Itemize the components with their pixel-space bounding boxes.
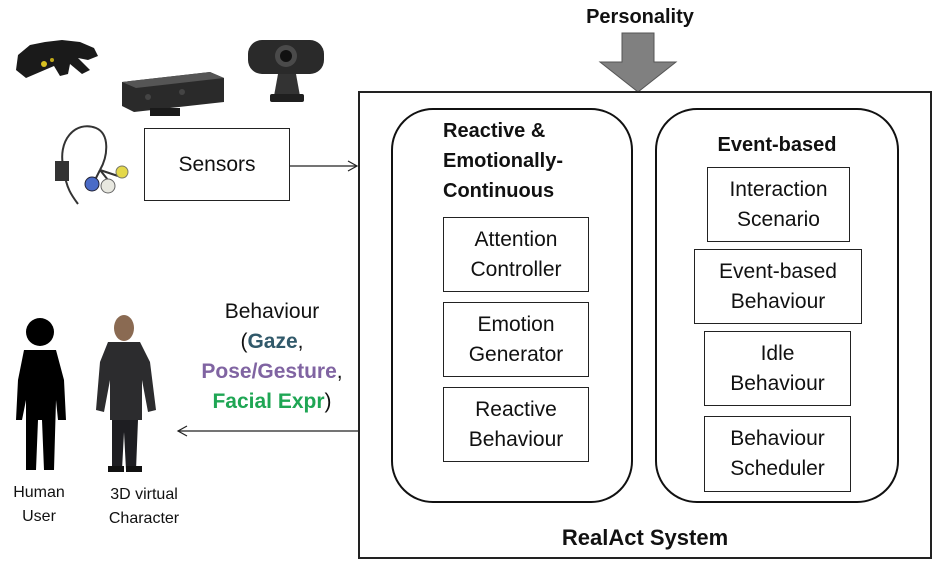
sensors-box: Sensors — [144, 128, 290, 201]
webcam-icon — [248, 40, 324, 102]
behaviour-label-block: Behaviour (Gaze, Pose/Gesture, Facial Ex… — [186, 297, 358, 417]
module-interaction-scenario: Interaction Scenario — [707, 167, 850, 242]
human-user-caption: Human User — [13, 484, 65, 525]
event-based-panel-title: Event-based — [717, 134, 837, 156]
gaze-label: Gaze — [247, 330, 298, 353]
virtual-character-caption: 3D virtual Character — [108, 486, 180, 527]
behaviour-line-facial: Facial Expr) — [212, 390, 332, 413]
module-behaviour-scheduler: Behaviour Scheduler — [704, 416, 851, 492]
reactive-panel-title: Reactive & Emotionally- Continuous — [443, 120, 564, 202]
virtual-character-figure-icon — [96, 315, 156, 472]
module-emotion-generator: Emotion Generator — [443, 302, 589, 377]
personality-arrow-icon — [598, 32, 678, 93]
human-silhouette-icon — [16, 318, 66, 470]
behaviour-line-pose: Pose/Gesture, — [201, 360, 343, 383]
sensor-glove-icon — [16, 40, 98, 78]
facial-expr-label: Facial Expr — [212, 390, 325, 413]
behaviour-title: Behaviour — [224, 300, 320, 323]
behaviour-line-gaze: (Gaze, — [240, 330, 304, 353]
sensors-label: Sensors — [178, 152, 256, 176]
personality-label: Personality — [586, 6, 694, 28]
module-attention-controller: Attention Controller — [443, 217, 589, 292]
pose-gesture-label: Pose/Gesture — [201, 360, 337, 383]
module-idle-behaviour: Idle Behaviour — [704, 331, 851, 406]
physiological-sensor-icon — [55, 125, 119, 205]
module-event-based-behaviour: Event-based Behaviour — [694, 249, 862, 324]
kinect-sensor-icon — [122, 72, 224, 116]
system-label: RealAct System — [561, 525, 729, 550]
module-reactive-behaviour: Reactive Behaviour — [443, 387, 589, 462]
